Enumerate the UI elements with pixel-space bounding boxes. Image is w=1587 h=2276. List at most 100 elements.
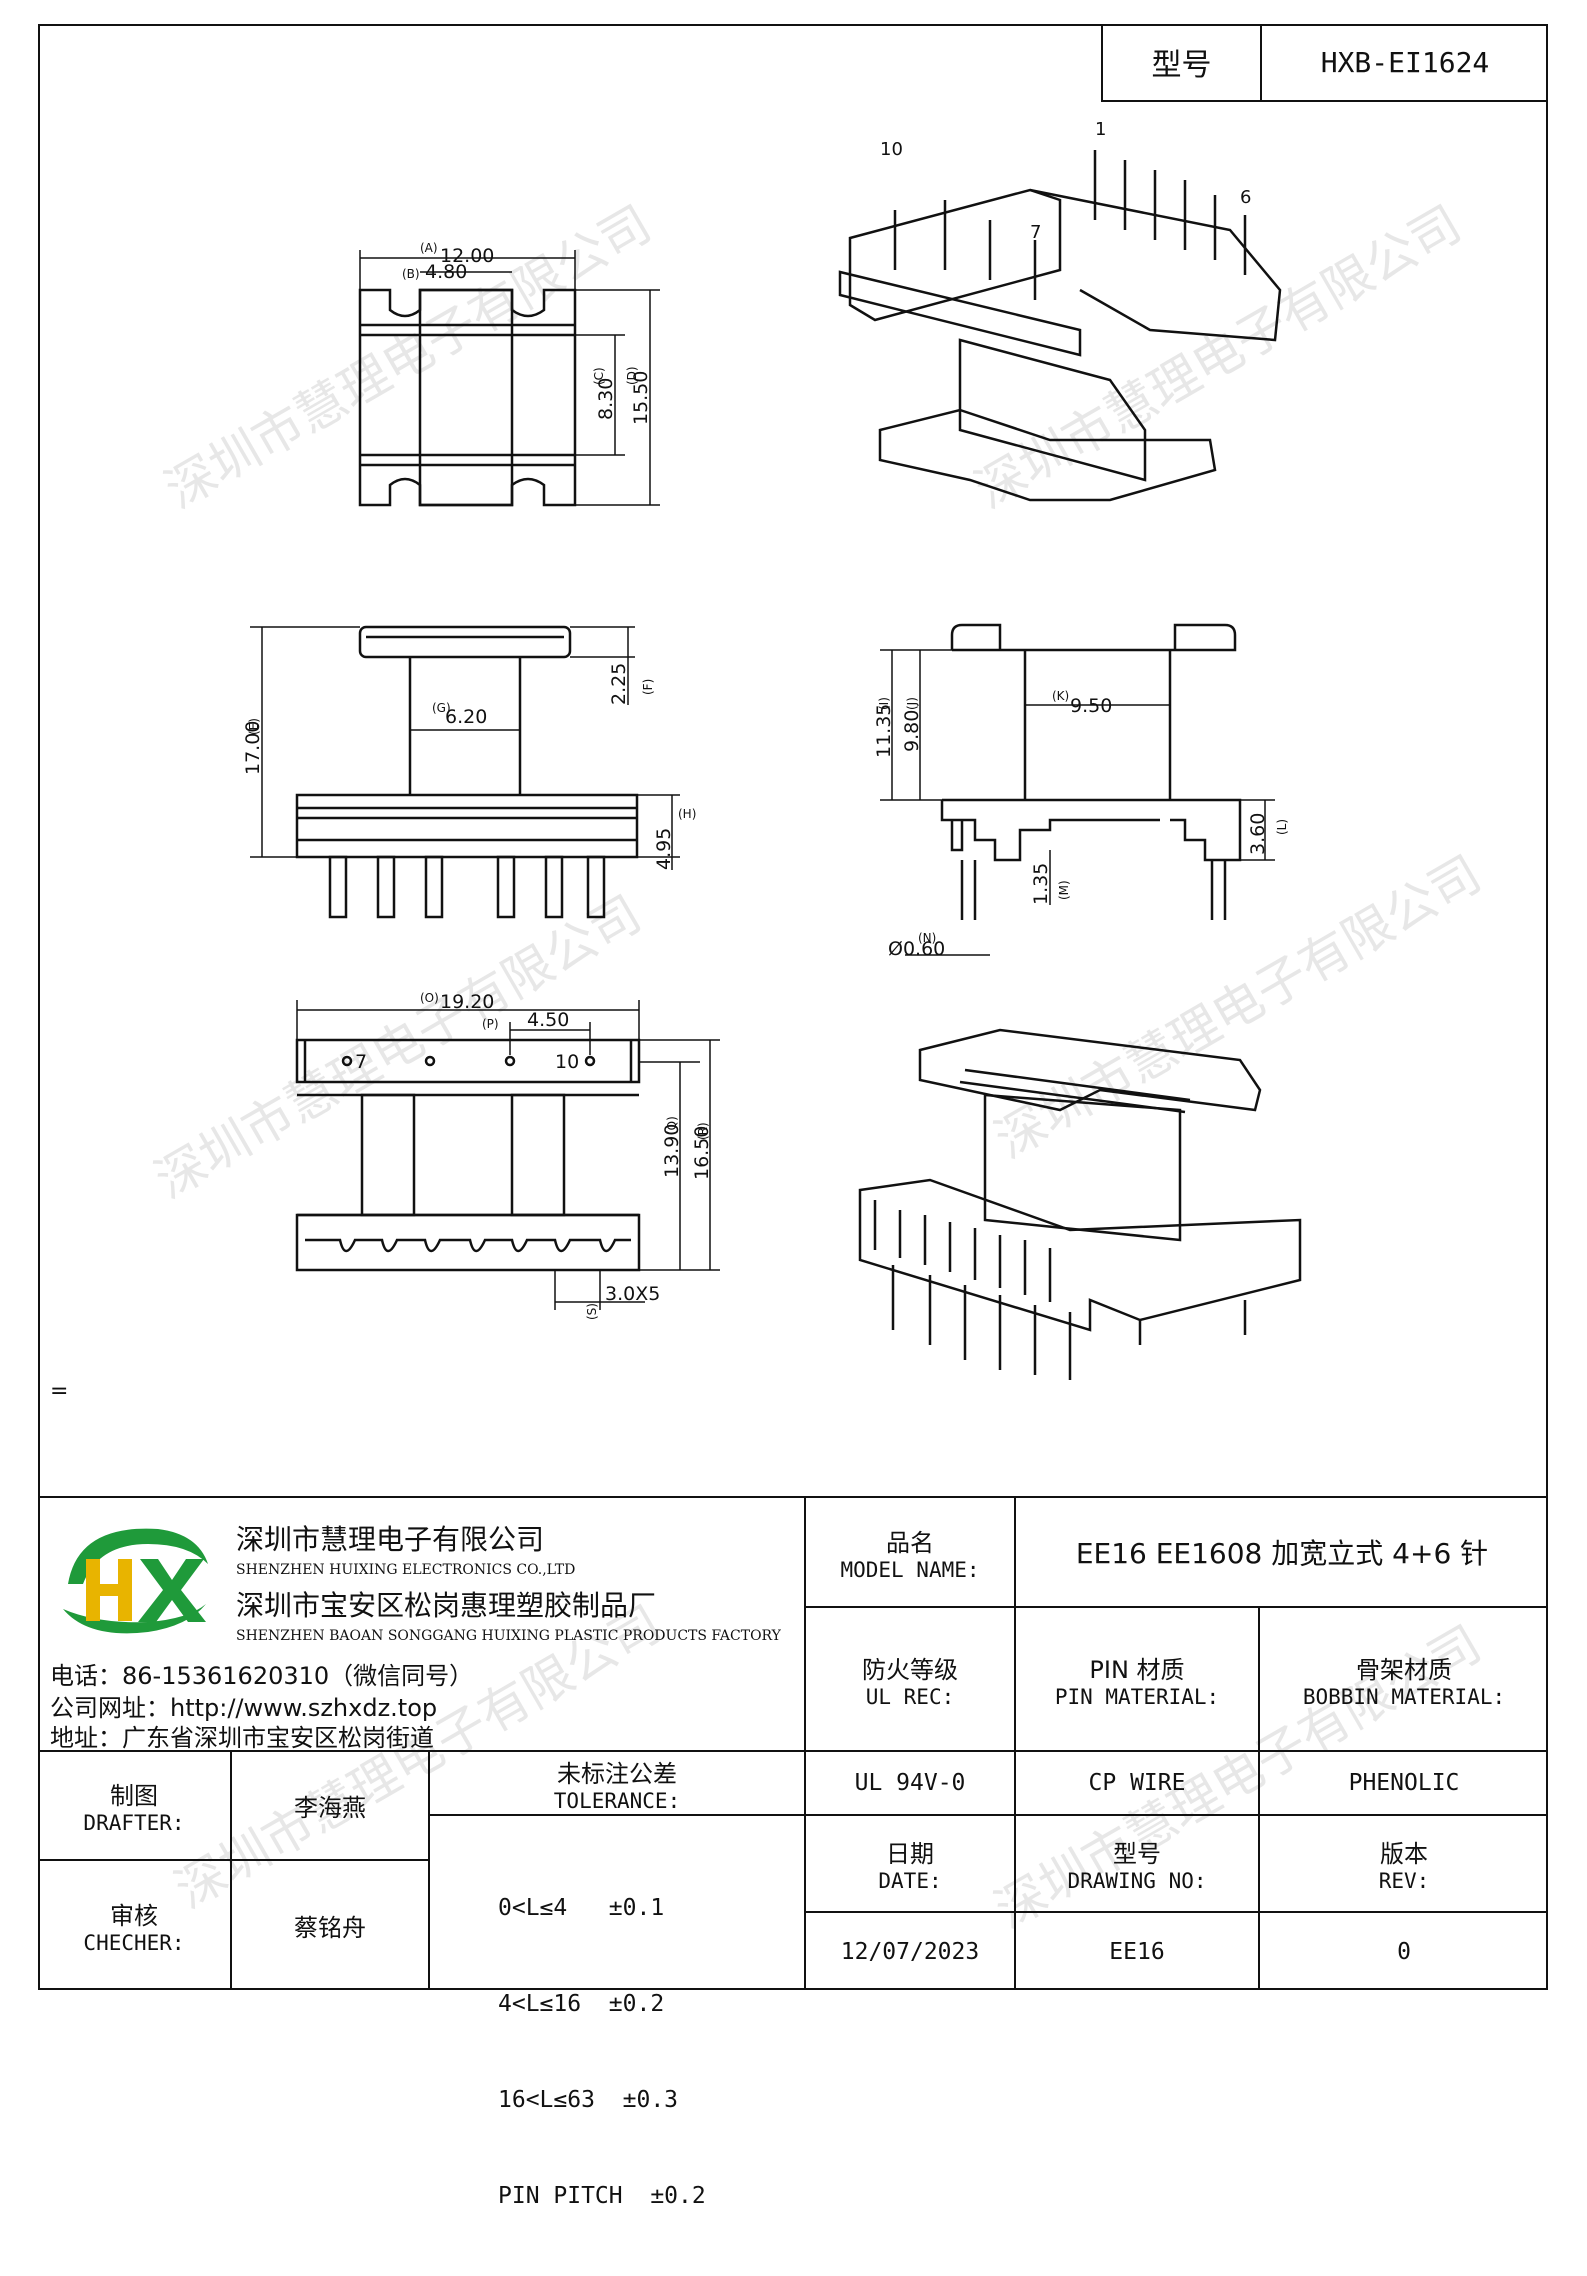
dim-1-35: 1.35 bbox=[1030, 863, 1052, 905]
tag-d: (D) bbox=[625, 366, 639, 385]
rev-value: 0 bbox=[1397, 1938, 1411, 1965]
tag-r: (R) bbox=[696, 1122, 710, 1140]
tag-g: (G) bbox=[432, 701, 451, 715]
company-website[interactable]: 公司网址：http://www.szhxdz.top bbox=[50, 1694, 438, 1722]
dim-c: 8.30 bbox=[595, 378, 617, 420]
tag-s: (S) bbox=[585, 1303, 599, 1320]
tolerance-line: 4<L≤16 ±0.2 bbox=[498, 1991, 665, 2017]
ul-rec-cn: 防火等级 bbox=[862, 1655, 958, 1684]
tolerance-line: 0<L≤4 ±0.1 bbox=[498, 1895, 665, 1921]
checker-label: 审核 CHECHER: bbox=[38, 1861, 230, 1990]
tag-b: (B) bbox=[402, 267, 420, 281]
rev-label: 版本 REV: bbox=[1260, 1816, 1548, 1911]
drawing-no-label: 型号 DRAWING NO: bbox=[1016, 1816, 1258, 1911]
tag-p: (P) bbox=[482, 1017, 499, 1031]
factory-name-en: SHENZHEN BAOAN SONGGANG HUIXING PLASTIC … bbox=[236, 1628, 781, 1644]
tag-m: (M) bbox=[1057, 880, 1071, 900]
model-label: 型号 bbox=[1103, 24, 1262, 100]
date-label: 日期 DATE: bbox=[806, 1816, 1014, 1911]
tag-a: (A) bbox=[420, 241, 438, 255]
drawing-no-value: EE16 bbox=[1109, 1938, 1165, 1965]
front-view bbox=[250, 625, 680, 919]
tolerance-line: 16<L≤63 ±0.3 bbox=[498, 2087, 679, 2113]
dim-width: 6.20 bbox=[445, 706, 487, 728]
dim-top: 2.25 bbox=[608, 663, 630, 705]
dim-pin-dia: Ø0.60 bbox=[888, 938, 945, 960]
tolerance-cn: 未标注公差 bbox=[557, 1759, 677, 1788]
tag-c: (C) bbox=[592, 367, 606, 385]
tolerance-en: TOLERANCE: bbox=[553, 1788, 681, 1813]
pin-material-value: CP WIRE bbox=[1088, 1770, 1186, 1796]
tag-o: (O) bbox=[420, 991, 439, 1005]
ul-rec-en: UL REC: bbox=[865, 1684, 955, 1709]
stray-mark: = bbox=[50, 1379, 68, 1404]
dim-4-50: 4.50 bbox=[527, 1009, 569, 1031]
company-address: 地址：广东省深圳市宝安区松岗街道 bbox=[50, 1724, 434, 1752]
iso-view-bottom bbox=[858, 1028, 1302, 1380]
date-cn: 日期 bbox=[886, 1840, 934, 1868]
tag-j: (J) bbox=[905, 697, 919, 710]
checker-name: 蔡铭舟 bbox=[294, 1914, 366, 1942]
iso-view-top bbox=[838, 150, 1282, 502]
title-block: 深圳市慧理电子有限公司 SHENZHEN HUIXING ELECTRONICS… bbox=[38, 1496, 1548, 2209]
factory-name-cn: 深圳市宝安区松岗惠理塑胶制品厂 bbox=[236, 1589, 657, 1622]
model-name-en: MODEL NAME: bbox=[840, 1557, 980, 1582]
tolerance-label: 未标注公差 TOLERANCE: bbox=[430, 1752, 804, 1814]
company-logo bbox=[63, 1528, 208, 1634]
bottom-view bbox=[295, 1000, 720, 1310]
technical-drawing: (A) 12.00 (B) 4.80 (C) 8.30 (D) 15.50 (E… bbox=[50, 119, 1302, 1404]
pin-material-cn: PIN 材质 bbox=[1089, 1655, 1185, 1684]
bobbin-material-en: BOBBIN MATERIAL: bbox=[1302, 1684, 1506, 1709]
drafter-cn: 制图 bbox=[110, 1782, 158, 1810]
drawing-no-en: DRAWING NO: bbox=[1067, 1869, 1207, 1893]
drawing-sheet bbox=[38, 24, 1548, 1990]
company-name-cn: 深圳市慧理电子有限公司 bbox=[236, 1523, 545, 1556]
company-phone: 电话：86-15361620310（微信同号） bbox=[50, 1662, 474, 1690]
iso-pin-1: 1 bbox=[1095, 119, 1106, 140]
tag-e: (E) bbox=[247, 718, 261, 735]
rev-cn: 版本 bbox=[1380, 1840, 1428, 1868]
pin-label-10: 10 bbox=[555, 1051, 579, 1073]
dim-3-60: 3.60 bbox=[1247, 813, 1269, 855]
dim-d: 15.50 bbox=[630, 371, 652, 425]
model-name-label: 品名 MODEL NAME: bbox=[806, 1498, 1014, 1606]
dim-a: 12.00 bbox=[440, 245, 494, 267]
rev-en: REV: bbox=[1378, 1869, 1430, 1893]
dim-9-80: 9.80 bbox=[901, 710, 923, 752]
front-pins bbox=[328, 855, 606, 919]
bobbin-material-cn: 骨架材质 bbox=[1356, 1655, 1452, 1684]
tag-q: (Q) bbox=[665, 1116, 679, 1135]
ul-rec-label: 防火等级 UL REC: bbox=[806, 1608, 1014, 1750]
date-en: DATE: bbox=[878, 1869, 942, 1893]
dim-11-35: 11.35 bbox=[873, 704, 895, 758]
model-value: HXB-EI1624 bbox=[1320, 45, 1490, 79]
tag-f: (F) bbox=[641, 679, 655, 695]
tolerance-line: PIN PITCH ±0.2 bbox=[498, 2183, 706, 2209]
bobbin-material-label: 骨架材质 BOBBIN MATERIAL: bbox=[1260, 1608, 1548, 1750]
dim-b: 4.80 bbox=[425, 261, 467, 283]
tag-n: (N) bbox=[918, 931, 936, 945]
dim-base: 4.95 bbox=[653, 828, 675, 870]
top-view bbox=[358, 250, 660, 507]
ul-rec-value: UL 94V-0 bbox=[854, 1770, 966, 1796]
iso-pin-10: 10 bbox=[880, 139, 903, 160]
tag-h: (H) bbox=[678, 807, 696, 821]
drafter-label: 制图 DRAFTER: bbox=[38, 1752, 230, 1859]
checker-cn: 审核 bbox=[110, 1902, 158, 1930]
dim-13-90: 13.90 bbox=[661, 1124, 683, 1178]
tag-l: (L) bbox=[1275, 819, 1289, 835]
dim-19-20: 19.20 bbox=[440, 991, 494, 1013]
model-box: 型号 HXB-EI1624 bbox=[1101, 24, 1548, 102]
iso-pin-6: 6 bbox=[1240, 187, 1251, 208]
dim-16-50: 16.50 bbox=[691, 1126, 713, 1180]
drafter-name: 李海燕 bbox=[294, 1794, 366, 1822]
pin-label-7: 7 bbox=[355, 1051, 367, 1073]
bobbin-material-value: PHENOLIC bbox=[1348, 1770, 1460, 1796]
tag-k: (K) bbox=[1052, 689, 1069, 703]
tolerance-table: 0<L≤4 ±0.1 4<L≤16 ±0.2 16<L≤63 ±0.3 PIN … bbox=[498, 1828, 798, 2276]
side-view bbox=[880, 623, 1275, 956]
iso-pin-7: 7 bbox=[1030, 222, 1041, 243]
company-name-en: SHENZHEN HUIXING ELECTRONICS CO.,LTD bbox=[236, 1562, 576, 1578]
checker-en: CHECHER: bbox=[83, 1931, 185, 1955]
drafter-en: DRAFTER: bbox=[83, 1811, 185, 1835]
